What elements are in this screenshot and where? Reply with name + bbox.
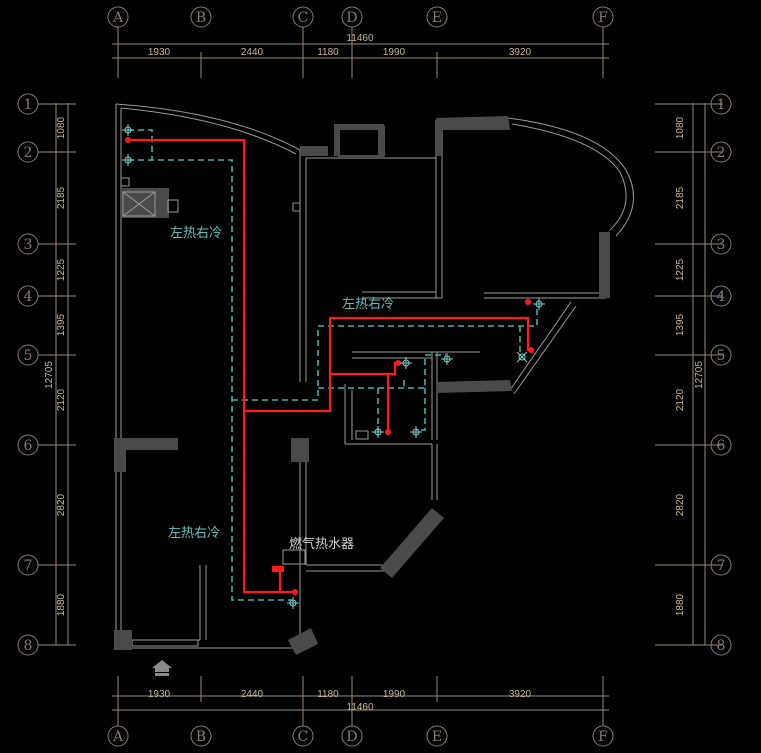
dim-bottom-3: 1180 [317, 689, 339, 700]
axis-bubble [190, 6, 212, 28]
dimension-chain-bottom: 1930 2440 1180 1990 3920 11460 [112, 676, 609, 726]
dim-top-2: 2440 [241, 47, 264, 58]
hot-outlet-node [528, 347, 534, 353]
hot-water-pipe [128, 138, 531, 594]
axis-label-b-bottom: B [196, 729, 206, 745]
hot-outlet-node [125, 137, 131, 143]
hot-outlet-node [525, 299, 531, 305]
dim-top-1: 1930 [148, 47, 171, 58]
hot-outlet-node [395, 360, 401, 366]
axis-label-c-top: C [298, 10, 309, 26]
cold-outlet-icon [122, 124, 134, 136]
axis-bubble [107, 725, 129, 747]
axis-label-a-bottom: A [112, 729, 124, 745]
hot-water-nodes [125, 137, 534, 595]
dim-bottom-2: 2440 [241, 689, 264, 700]
axis-bubble [426, 6, 448, 28]
axis-label-7-right: 7 [717, 558, 726, 574]
axis-label-2-right: 2 [717, 145, 726, 161]
dim-total-top: 11460 [346, 33, 374, 44]
dim-top-5: 3920 [509, 47, 532, 58]
axis-label-7-left: 7 [24, 558, 33, 574]
axis-bubble [292, 725, 314, 747]
cold-outlet-icon [122, 154, 134, 166]
water-heater-label: 燃气热水器 [289, 536, 354, 552]
axis-label-2-left: 2 [24, 145, 33, 161]
axis-label-6-right: 6 [717, 438, 726, 454]
axis-label-8-left: 8 [24, 638, 33, 654]
hot-outlet-node [385, 429, 391, 435]
axis-label-5-left: 5 [24, 348, 33, 364]
axis-label-4-right: 4 [717, 289, 726, 305]
dim-bottom-5: 3920 [509, 689, 532, 700]
solid-walls [114, 116, 610, 655]
dim-left-5: 2120 [56, 388, 67, 411]
dim-right-3: 1225 [675, 258, 686, 281]
axis-label-1-left: 1 [24, 97, 33, 113]
dim-right-4: 1395 [675, 313, 686, 336]
axis-label-c-bottom: C [298, 729, 309, 745]
dim-left-total: 12705 [44, 361, 55, 389]
axis-label-d-bottom: D [346, 729, 357, 745]
dim-right-1: 1080 [675, 116, 686, 139]
axis-label-f-top: F [598, 10, 608, 26]
dim-left-3: 1225 [56, 258, 67, 281]
axis-bubble [426, 725, 448, 747]
axis-label-1-right: 1 [717, 97, 726, 113]
water-heater-icon [272, 566, 284, 572]
axis-bubble [592, 725, 614, 747]
cold-outlet-icon [410, 426, 422, 438]
axis-label-e-top: E [432, 10, 442, 26]
axis-label-e-bottom: E [432, 729, 442, 745]
cold-outlet-icon [287, 597, 299, 609]
dim-bottom-4: 1990 [383, 689, 406, 700]
axis-label-a-top: A [112, 10, 124, 26]
dim-left-6: 2820 [56, 493, 67, 516]
dim-left-2: 2185 [56, 186, 67, 209]
axis-label-4-left: 4 [24, 289, 33, 305]
dim-right-total: 12705 [694, 361, 705, 389]
column-axis-top: A B C D E F [107, 6, 614, 28]
axis-label-3-right: 3 [717, 237, 726, 253]
hot-cold-note: 左热右冷 [170, 226, 222, 241]
cold-outlet-icon [372, 426, 384, 438]
dimension-chain-top: 11460 1930 2440 1180 1990 3920 [112, 27, 609, 78]
dim-right-2: 2185 [675, 186, 686, 209]
axis-label-6-left: 6 [24, 438, 33, 454]
dim-right-6: 2820 [675, 493, 686, 516]
hot-cold-note: 左热右冷 [168, 526, 220, 541]
column-axis-bottom: A B C D E F [107, 725, 614, 747]
cold-outlet-icon [516, 351, 528, 363]
dim-right-7: 1880 [675, 593, 686, 616]
hot-outlet-node [292, 589, 298, 595]
dim-top-4: 1990 [383, 47, 406, 58]
cold-outlet-icon [533, 298, 545, 310]
axis-bubble [341, 725, 363, 747]
entrance-arrow-icon [152, 660, 172, 676]
row-axis-right: 1 2 3 4 5 6 7 8 1080 2185 1225 1395 2120… [655, 93, 732, 656]
axis-label-b-top: B [196, 10, 206, 26]
axis-label-5-right: 5 [717, 348, 726, 364]
axis-label-f-bottom: F [598, 729, 608, 745]
row-axis-left: 1 2 3 4 5 6 7 8 1080 2185 1225 1395 2120… [17, 93, 76, 656]
axis-label-3-left: 3 [24, 237, 33, 253]
walls [115, 103, 634, 649]
dim-left-7: 1880 [56, 593, 67, 616]
dim-left-4: 1395 [56, 313, 67, 336]
dim-right-5: 2120 [675, 388, 686, 411]
axis-label-d-top: D [346, 10, 357, 26]
dim-left-1: 1080 [56, 116, 67, 139]
dim-bottom-1: 1930 [148, 689, 171, 700]
cold-outlet-icon [400, 357, 412, 369]
dim-total-bottom: 11460 [346, 702, 374, 713]
hot-cold-note: 左热右冷 [342, 297, 394, 312]
axis-bubble [190, 725, 212, 747]
axis-label-8-right: 8 [717, 638, 726, 654]
cold-outlet-icon [441, 353, 453, 365]
dim-top-3: 1180 [317, 47, 339, 58]
cold-water-fixtures [122, 124, 545, 609]
cold-water-pipe [128, 129, 538, 601]
